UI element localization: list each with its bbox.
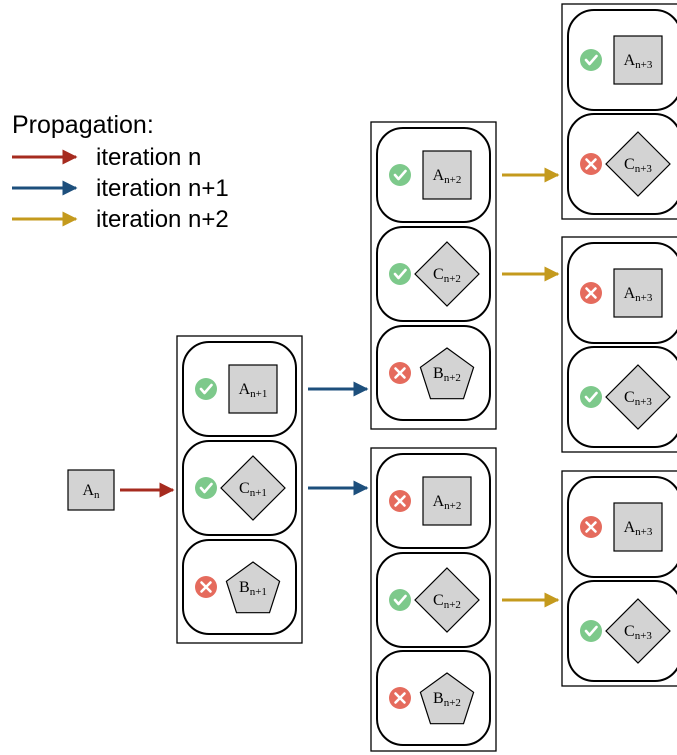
check-icon (389, 263, 411, 285)
diamond-shape (414, 567, 480, 633)
candidate-group-g3b: An+3Cn+3 (561, 236, 677, 453)
cross-icon (580, 153, 602, 175)
candidate-slot: An+2 (376, 453, 491, 549)
candidate-slot: An+1 (182, 341, 297, 437)
legend-label-3: iteration n+2 (96, 206, 229, 233)
cross-icon (580, 516, 602, 538)
candidate-slot: Cn+3 (567, 113, 677, 215)
node-label: An+3 (624, 52, 653, 71)
check-icon (580, 49, 602, 71)
check-icon (580, 620, 602, 642)
candidate-slot: Cn+1 (182, 440, 297, 536)
diamond-shape (605, 364, 671, 430)
square-shape (613, 268, 663, 318)
check-icon (580, 386, 602, 408)
diamond-shape (220, 455, 286, 521)
pentagon-shape (225, 561, 281, 614)
candidate-slot: Cn+2 (376, 226, 491, 322)
candidate-slot: An+3 (567, 9, 677, 111)
pentagon-shape (419, 672, 475, 725)
candidate-group-g2a: An+2Cn+2Bn+2 (370, 121, 497, 430)
square-shape (67, 469, 115, 511)
node-label: Cn+2 (433, 592, 461, 611)
diamond-shape (605, 598, 671, 664)
square-shape (422, 150, 472, 200)
candidate-slot: An+2 (376, 127, 491, 223)
cross-icon (389, 687, 411, 709)
nodes: AnAn+1Cn+1Bn+1An+2Cn+2Bn+2An+2Cn+2Bn+2An… (67, 3, 677, 752)
square-shape (613, 35, 663, 85)
node-label: Cn+1 (239, 480, 267, 499)
node-label: An (82, 482, 100, 501)
candidate-slot: An+3 (567, 476, 677, 578)
node-label: Cn+3 (624, 623, 652, 642)
node-label: An+1 (239, 381, 268, 400)
node-label: Bn+2 (433, 690, 461, 709)
legend-label-2: iteration n+1 (96, 175, 229, 202)
node-label: Cn+3 (624, 156, 652, 175)
candidate-group-g2b: An+2Cn+2Bn+2 (370, 447, 497, 752)
node-label: Cn+2 (433, 266, 461, 285)
node-label: Bn+2 (433, 365, 461, 384)
candidate-group-g3a: An+3Cn+3 (561, 3, 677, 220)
node-label: An+3 (624, 285, 653, 304)
candidate-slot: Bn+2 (376, 325, 491, 421)
square-shape (228, 364, 278, 414)
legend-title: Propagation: (12, 111, 154, 139)
check-icon (389, 589, 411, 611)
node-label: Cn+3 (624, 389, 652, 408)
check-icon (389, 164, 411, 186)
cross-icon (389, 490, 411, 512)
candidate-slot: Cn+3 (567, 346, 677, 448)
square-shape (613, 502, 663, 552)
diamond-shape (414, 241, 480, 307)
node-label: An+2 (433, 167, 462, 186)
node-label: An+2 (433, 493, 462, 512)
candidate-slot: Cn+3 (567, 580, 677, 682)
edges (120, 167, 560, 608)
diamond-shape (605, 131, 671, 197)
root-node: An (67, 469, 115, 511)
node-label: An+3 (624, 519, 653, 538)
candidate-slot: An+3 (567, 242, 677, 344)
candidate-slot: Cn+2 (376, 552, 491, 648)
legend-label-1: iteration n (96, 144, 201, 171)
square-shape (422, 476, 472, 526)
cross-icon (195, 576, 217, 598)
node-label: Bn+1 (239, 579, 267, 598)
pentagon-shape (419, 347, 475, 400)
check-icon (195, 477, 217, 499)
cross-icon (389, 362, 411, 384)
legend: Propagation: iteration n iteration n+1 ite… (12, 111, 229, 233)
candidate-slot: Bn+2 (376, 650, 491, 746)
candidate-group-g1: An+1Cn+1Bn+1 (176, 335, 303, 644)
cross-icon (580, 282, 602, 304)
candidate-group-g3c: An+3Cn+3 (561, 470, 677, 687)
check-icon (195, 378, 217, 400)
candidate-slot: Bn+1 (182, 539, 297, 635)
